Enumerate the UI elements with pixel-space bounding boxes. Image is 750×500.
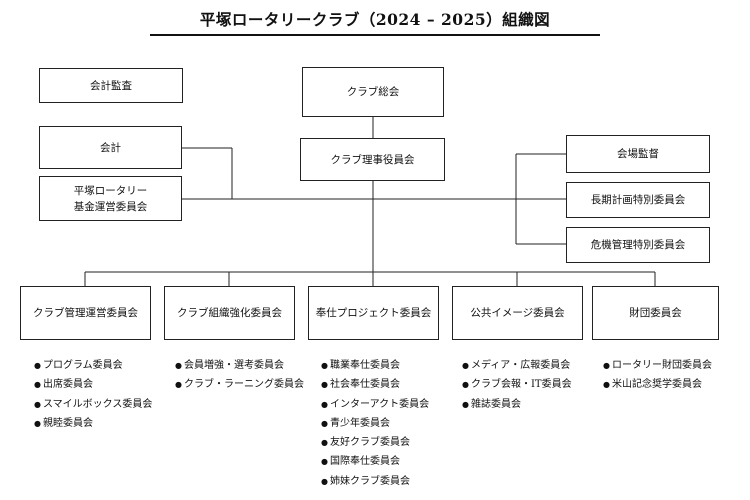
list-item-label: 国際奉仕委員会 xyxy=(329,456,400,468)
list-item-label: インターアクト委員会 xyxy=(329,398,430,410)
committee-name: クラブ管理運営委員会 xyxy=(33,307,138,319)
list-item-label: プログラム委員会 xyxy=(42,360,123,371)
list-item: ●友好クラブ委員会 xyxy=(321,433,429,452)
subcommittee-list-foundation: ●ロータリー財団委員会 ●米山記念奨学委員会 xyxy=(603,356,712,395)
bullet-icon: ● xyxy=(603,380,610,390)
general-assembly-label: クラブ総会 xyxy=(346,86,400,98)
accounting-label: 会計 xyxy=(100,141,121,154)
bullet-icon: ● xyxy=(462,399,469,409)
longterm-box: 長期計画特別委員会 xyxy=(566,182,710,218)
list-item-label: クラブ会報・IT委員会 xyxy=(470,379,572,391)
bullet-icon: ● xyxy=(321,457,328,467)
audit-box: 会計監査 xyxy=(39,68,183,103)
board-box: クラブ理事役員会 xyxy=(300,138,445,181)
list-item: ●プログラム委員会 xyxy=(34,356,152,375)
committee-box-public-image: 公共イメージ委員会 xyxy=(452,286,583,340)
crisis-box: 危機管理特別委員会 xyxy=(566,227,710,263)
bullet-icon: ● xyxy=(321,399,328,409)
bullet-icon: ● xyxy=(462,361,469,370)
list-item-label: 雑誌委員会 xyxy=(470,398,521,410)
committee-name: 財団委員会 xyxy=(629,307,682,319)
committee-box-organization: クラブ組織強化委員会 xyxy=(164,286,295,340)
list-item: ●スマイルボックス委員会 xyxy=(34,395,152,414)
list-item: ●姉妹クラブ委員会 xyxy=(321,472,429,491)
committee-name: クラブ組織強化委員会 xyxy=(177,307,282,319)
subcommittee-list-public-image: ●メディア・広報委員会 ●クラブ会報・IT委員会 ●雑誌委員会 xyxy=(462,356,572,414)
list-item-label: クラブ・ラーニング委員会 xyxy=(183,379,304,391)
fund-label-line1: 平塚ロータリー xyxy=(73,184,148,197)
list-item-label: 会員増強・選考委員会 xyxy=(183,360,284,371)
bullet-icon: ● xyxy=(321,438,328,448)
bullet-icon: ● xyxy=(34,399,41,409)
list-item: ●親睦委員会 xyxy=(34,414,152,433)
subcommittee-list-organization: ●会員増強・選考委員会 ●クラブ・ラーニング委員会 xyxy=(175,356,304,395)
list-item-label: 出席委員会 xyxy=(42,379,93,391)
venue-label: 会場監督 xyxy=(617,148,659,160)
list-item-label: メディア・広報委員会 xyxy=(470,360,571,371)
list-item: ●クラブ会報・IT委員会 xyxy=(462,375,572,394)
bullet-icon: ● xyxy=(175,361,182,370)
list-item-label: 米山記念奨学委員会 xyxy=(611,379,702,391)
list-item-label: 職業奉仕委員会 xyxy=(329,360,400,371)
longterm-label: 長期計画特別委員会 xyxy=(590,194,686,206)
bullet-icon: ● xyxy=(321,476,328,486)
list-item-label: ロータリー財団委員会 xyxy=(611,360,712,371)
committee-box-service-projects: 奉仕プロジェクト委員会 xyxy=(308,286,439,340)
list-item: ●出席委員会 xyxy=(34,375,152,394)
list-item-label: 姉妹クラブ委員会 xyxy=(329,475,410,487)
committee-name: 奉仕プロジェクト委員会 xyxy=(315,307,432,319)
list-item-label: 青少年委員会 xyxy=(329,417,390,429)
page-title: 平塚ロータリークラブ（2024 – 2025）組織図 xyxy=(150,8,600,36)
subcommittee-list-service-projects: ●職業奉仕委員会 ●社会奉仕委員会 ●インターアクト委員会 ●青少年委員会 ●友… xyxy=(321,356,429,491)
list-item: ●職業奉仕委員会 xyxy=(321,356,429,375)
list-item: ●メディア・広報委員会 xyxy=(462,356,572,375)
audit-label: 会計監査 xyxy=(90,79,132,92)
bullet-icon: ● xyxy=(34,361,41,370)
crisis-label: 危機管理特別委員会 xyxy=(590,239,686,251)
list-item: ●青少年委員会 xyxy=(321,414,429,433)
list-item: ●社会奉仕委員会 xyxy=(321,375,429,394)
committee-box-management: クラブ管理運営委員会 xyxy=(20,286,151,340)
bullet-icon: ● xyxy=(321,418,328,428)
general-assembly-box: クラブ総会 xyxy=(302,67,444,117)
list-item: ●米山記念奨学委員会 xyxy=(603,375,712,394)
list-item: ●インターアクト委員会 xyxy=(321,395,429,414)
venue-box: 会場監督 xyxy=(566,135,710,173)
list-item: ●ロータリー財団委員会 xyxy=(603,356,712,375)
list-item: ●雑誌委員会 xyxy=(462,395,572,414)
fund-committee-box: 平塚ロータリー 基金運営委員会 xyxy=(39,176,182,221)
committee-name: 公共イメージ委員会 xyxy=(470,307,565,319)
bullet-icon: ● xyxy=(603,361,610,370)
board-label: クラブ理事役員会 xyxy=(330,153,415,166)
bullet-icon: ● xyxy=(321,361,328,370)
list-item-label: スマイルボックス委員会 xyxy=(42,398,153,410)
list-item: ●会員増強・選考委員会 xyxy=(175,356,304,375)
bullet-icon: ● xyxy=(321,380,328,390)
bullet-icon: ● xyxy=(462,380,469,390)
subcommittee-list-management: ●プログラム委員会 ●出席委員会 ●スマイルボックス委員会 ●親睦委員会 xyxy=(34,356,152,433)
fund-label-line2: 基金運営委員会 xyxy=(73,200,148,213)
list-item-label: 社会奉仕委員会 xyxy=(329,379,400,391)
committee-box-foundation: 財団委員会 xyxy=(592,286,719,340)
list-item: ●クラブ・ラーニング委員会 xyxy=(175,375,304,394)
list-item-label: 友好クラブ委員会 xyxy=(329,437,410,449)
bullet-icon: ● xyxy=(175,380,182,390)
bullet-icon: ● xyxy=(34,418,41,428)
accounting-box: 会計 xyxy=(39,126,182,169)
bullet-icon: ● xyxy=(34,380,41,390)
list-item: ●国際奉仕委員会 xyxy=(321,452,429,471)
list-item-label: 親睦委員会 xyxy=(42,417,93,429)
